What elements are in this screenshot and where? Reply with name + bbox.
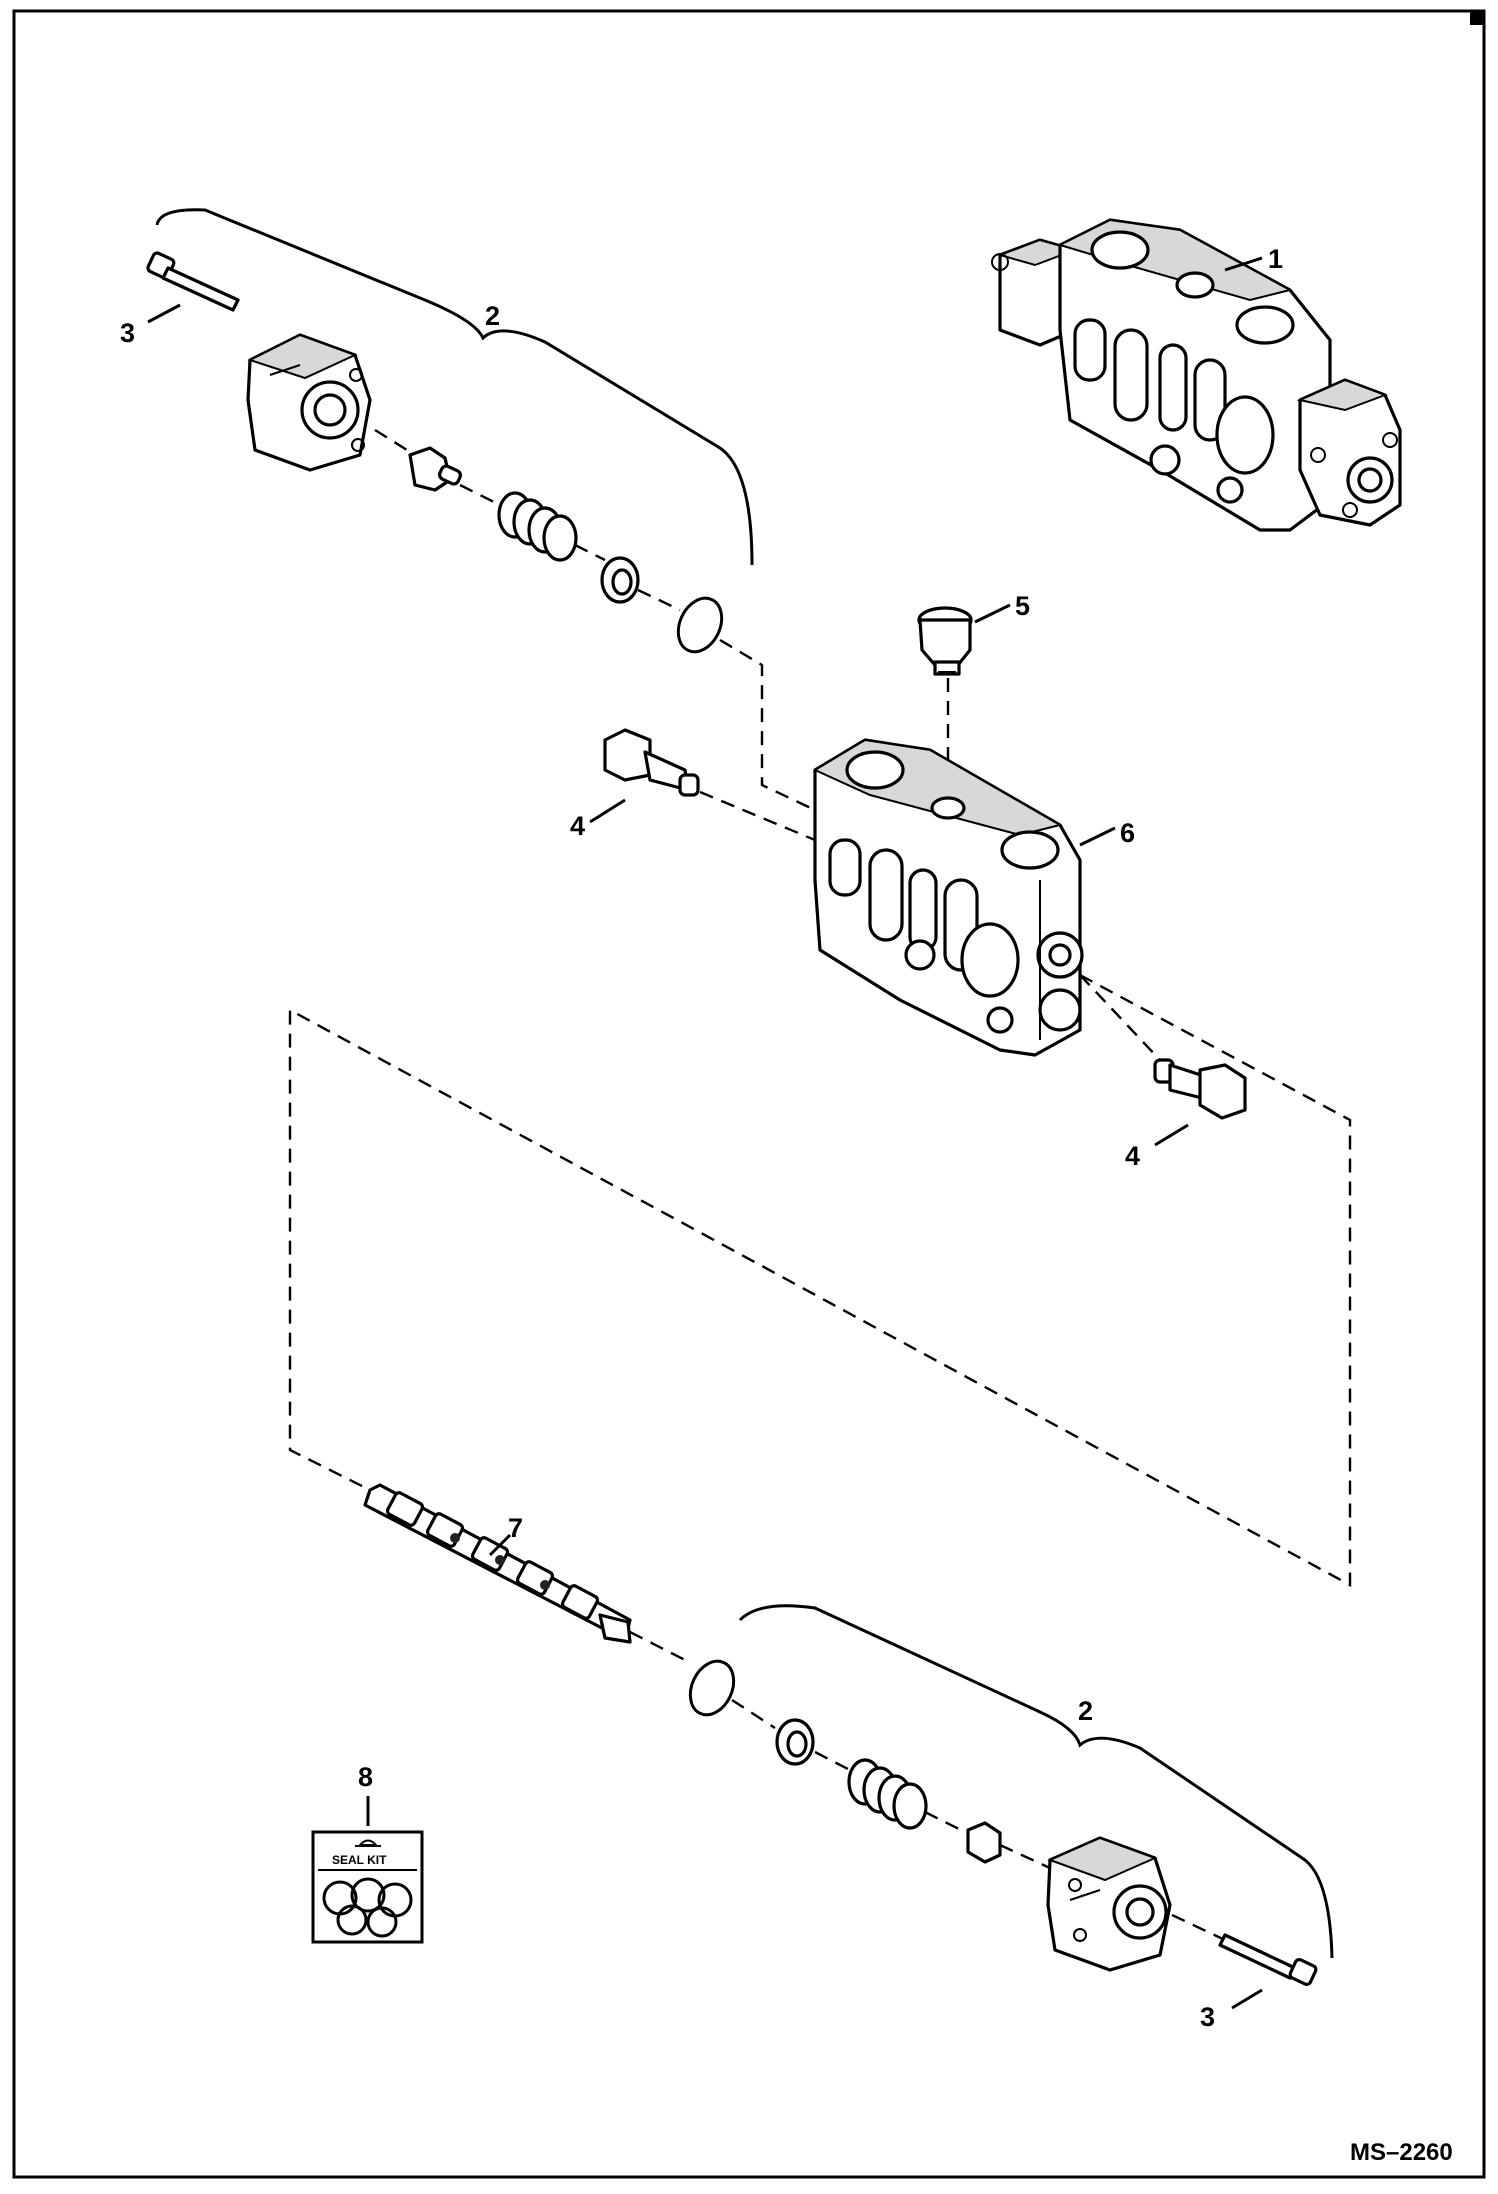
check-valve-bottom-part-4 <box>1153 1058 1247 1120</box>
callout-8: 8 <box>358 1762 373 1792</box>
callout-5: 5 <box>1015 591 1030 621</box>
callout-3-bottom: 3 <box>1200 2002 1215 2032</box>
spool-part-7 <box>363 1483 632 1644</box>
seal-kit-part-8: SEAL KIT <box>311 1830 424 1944</box>
callout-4-top: 4 <box>570 811 585 841</box>
callout-2-bottom: 2 <box>1078 1696 1093 1726</box>
page-border <box>12 9 1486 2179</box>
seal-kit-label: SEAL KIT <box>332 1853 387 1867</box>
valve-section-body-part-6 <box>812 738 1084 1057</box>
bolt-top-part-3 <box>146 251 240 312</box>
spring-cap-assembly-bottom <box>629 1604 1334 1986</box>
callout-2-top: 2 <box>485 301 500 331</box>
callout-7: 7 <box>508 1513 523 1543</box>
callout-4-bottom: 4 <box>1125 1141 1140 1171</box>
valve-assembly-part-1 <box>991 218 1402 532</box>
spring-cap-assembly-top <box>155 208 816 812</box>
figure-id: MS–2260 <box>1350 2139 1453 2166</box>
callout-6: 6 <box>1120 818 1135 848</box>
plug-part-5 <box>917 606 973 676</box>
check-valve-top-part-4 <box>603 728 700 797</box>
callout-1: 1 <box>1268 244 1283 274</box>
callout-3-top: 3 <box>120 318 135 348</box>
